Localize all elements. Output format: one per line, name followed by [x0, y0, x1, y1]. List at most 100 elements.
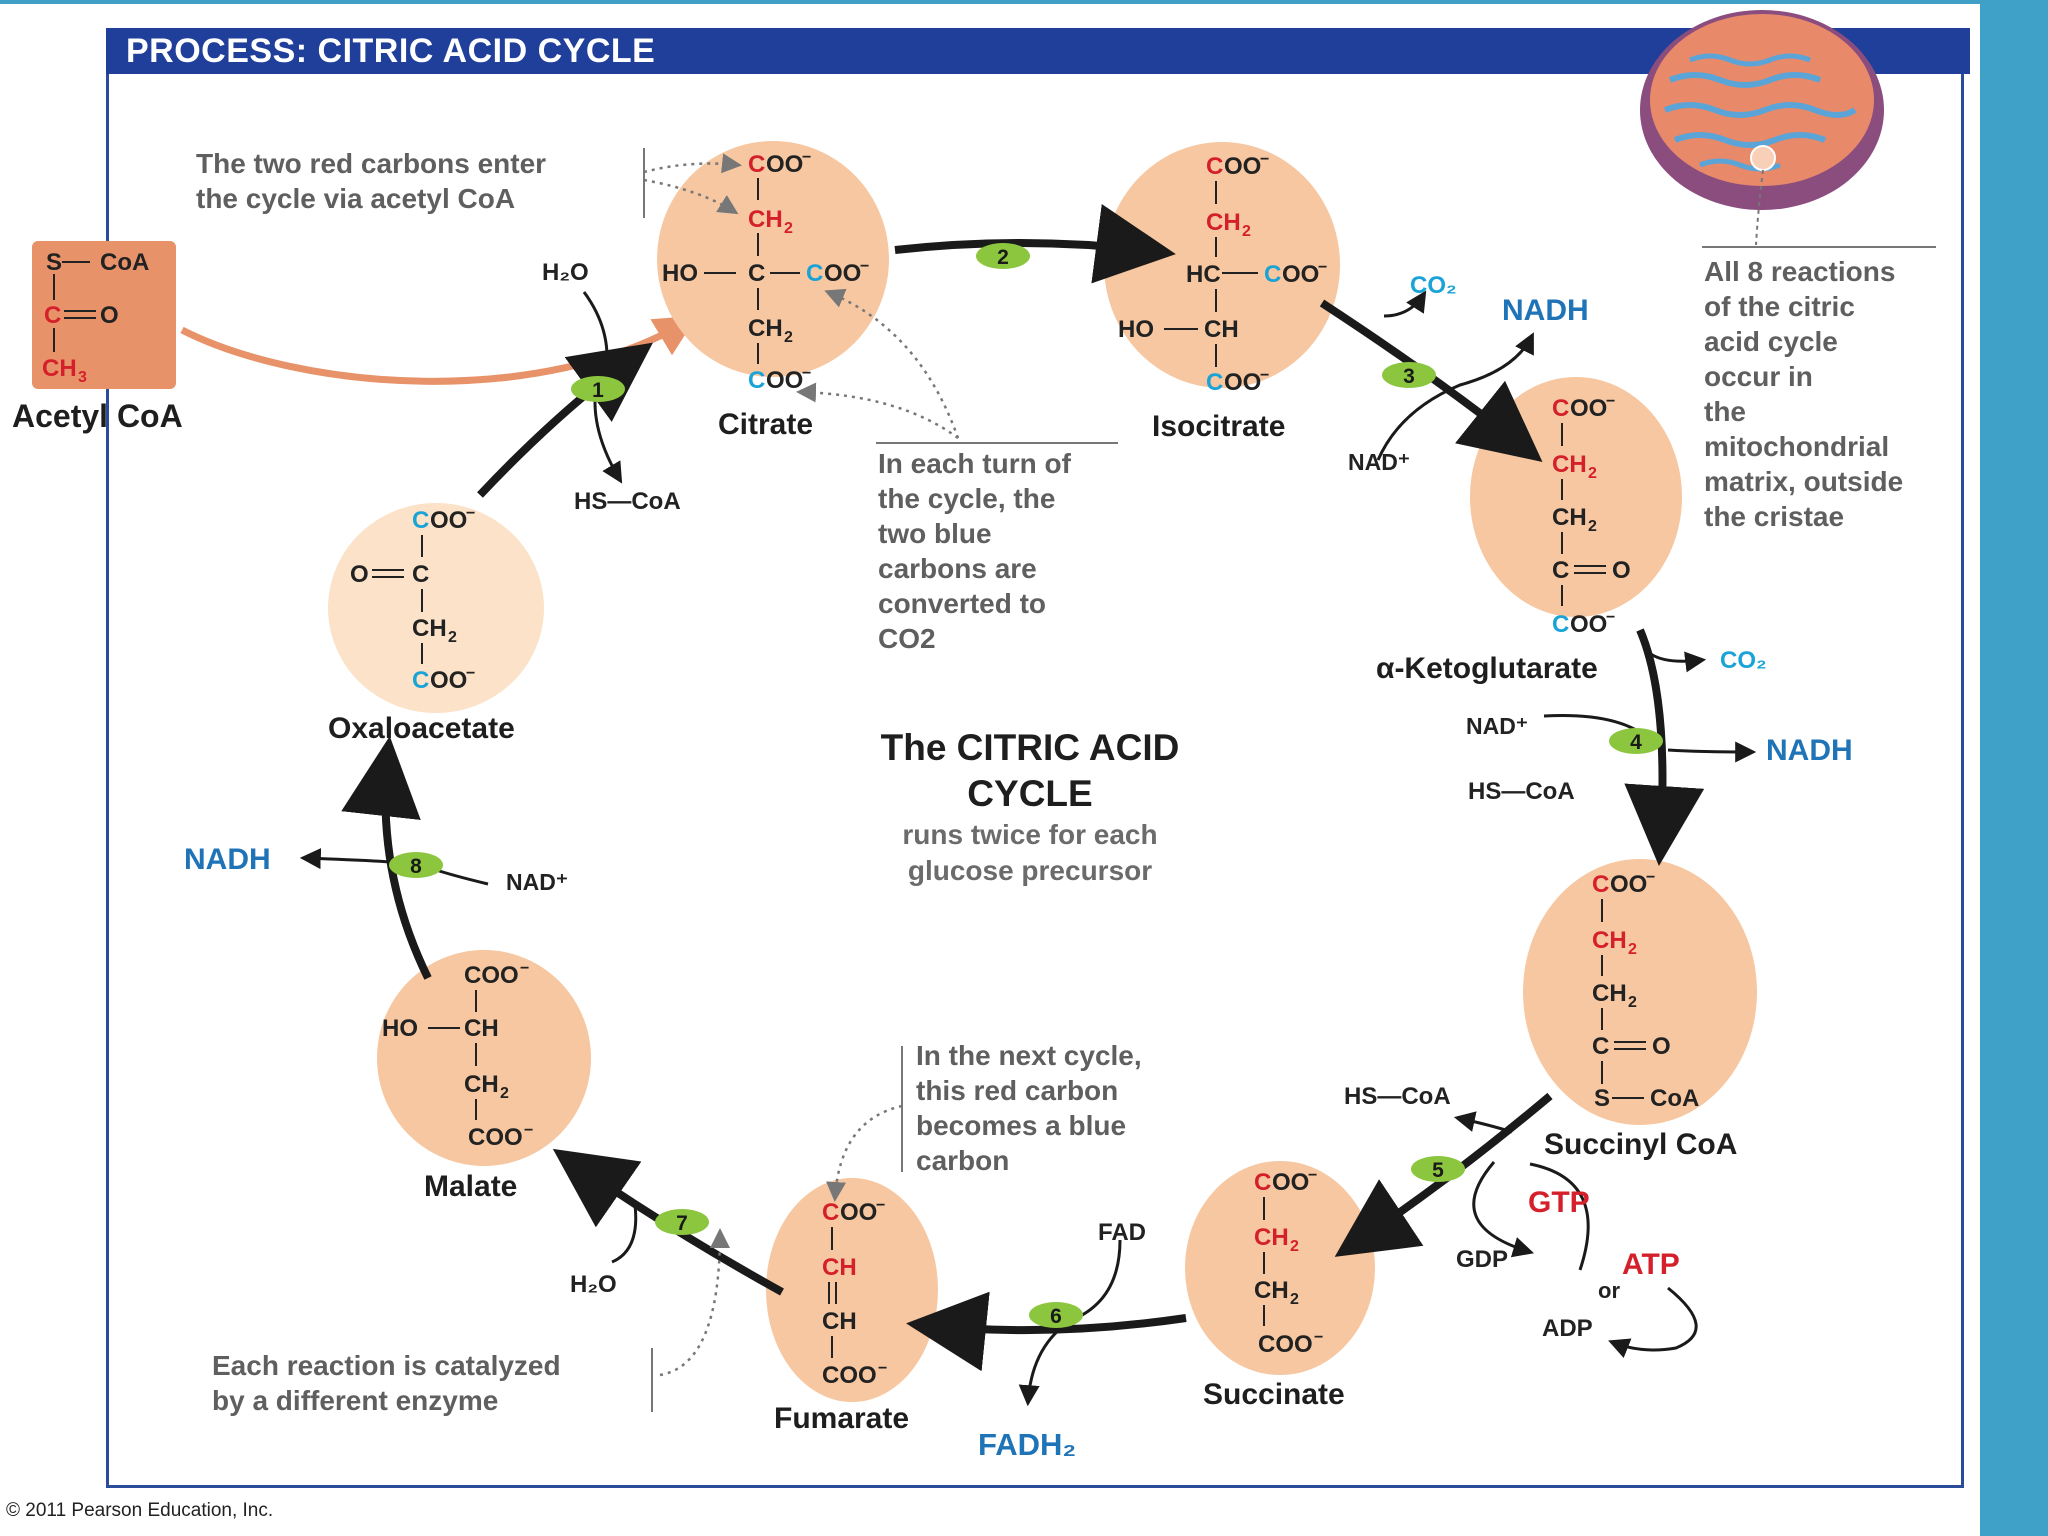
svg-text:CH: CH — [1552, 451, 1587, 478]
ketoglutarate-label: α-Ketoglutarate — [1376, 652, 1598, 685]
step-badges: 1 2 3 4 5 6 7 8 — [389, 243, 1663, 1328]
svg-text:2: 2 — [1628, 994, 1637, 1011]
svg-text:C: C — [1552, 611, 1569, 638]
svg-text:−: − — [802, 365, 811, 382]
svg-text:−: − — [466, 505, 475, 522]
svg-text:C: C — [748, 367, 765, 394]
fumarate-ellipse — [766, 1178, 938, 1402]
svg-text:CH: CH — [1204, 316, 1239, 343]
svg-text:−: − — [524, 1122, 533, 1139]
svg-text:OO: OO — [1570, 395, 1607, 422]
top-accent-bar — [0, 0, 2048, 4]
nadh-out-step4 — [1667, 741, 1757, 763]
co2-step3: CO₂ — [1410, 272, 1457, 299]
svg-text:HO: HO — [1118, 316, 1154, 343]
nad-step4: NAD⁺ — [1466, 713, 1528, 739]
nadh-step4: NADH — [1766, 734, 1853, 767]
step-2-label: 2 — [997, 246, 1009, 269]
svg-text:C: C — [1552, 557, 1569, 584]
isocitrate-ellipse — [1104, 142, 1340, 388]
oxaloacetate-ellipse — [328, 503, 544, 713]
hscoa-step4: HS—CoA — [1468, 778, 1575, 805]
adp-label: ADP — [1542, 1315, 1593, 1342]
svg-text:CH: CH — [748, 315, 783, 342]
svg-text:C: C — [1206, 153, 1223, 180]
nad-step3: NAD⁺ — [1348, 449, 1410, 475]
svg-text:−: − — [466, 665, 475, 682]
svg-text:C: C — [1592, 871, 1609, 898]
isocitrate-label: Isocitrate — [1152, 410, 1286, 443]
svg-text:C: C — [44, 302, 61, 329]
svg-text:OO: OO — [1282, 261, 1319, 288]
center-subtitle: runs twice for each glucose precursor — [902, 819, 1158, 886]
enzyme-note: Each reaction is catalyzed by a differen… — [212, 1350, 561, 1416]
svg-text:−: − — [1606, 393, 1615, 410]
svg-text:−: − — [878, 1360, 887, 1377]
fadh2-label: FADH₂ — [978, 1427, 1076, 1462]
mitochondrion-illustration — [1640, 10, 1936, 248]
step6-arrow — [906, 1291, 1187, 1372]
co2-out-step4 — [1644, 648, 1707, 673]
step1-arrow — [477, 342, 653, 498]
svg-text:C: C — [412, 667, 429, 694]
hscoa-out-step5 — [1453, 1111, 1513, 1134]
note-bars — [643, 148, 1118, 1412]
svg-text:CH: CH — [464, 1071, 499, 1098]
svg-text:CH: CH — [1592, 980, 1627, 1007]
svg-text:−: − — [1606, 609, 1615, 626]
red-carbons-note: The two red carbons enter the cycle via … — [196, 148, 547, 214]
atp-label: ATP — [1622, 1248, 1680, 1281]
svg-text:S: S — [46, 249, 62, 276]
svg-text:2: 2 — [1588, 518, 1597, 535]
copyright: © 2011 Pearson Education, Inc. — [6, 1500, 274, 1521]
svg-text:2: 2 — [1588, 465, 1597, 482]
svg-text:C: C — [748, 260, 765, 287]
reaction-labels: H₂O HS—CoA CO₂ NADH NAD⁺ CO₂ NAD⁺ NADH H… — [184, 259, 1853, 1462]
svg-text:CH: CH — [748, 206, 783, 233]
step-7-label: 7 — [676, 1212, 688, 1235]
svg-text:COO: COO — [822, 1362, 877, 1389]
svg-text:−: − — [1260, 367, 1269, 384]
malate-ellipse — [377, 950, 591, 1166]
oxaloacetate-label: Oxaloacetate — [328, 712, 515, 745]
atp-arrow — [1608, 1286, 1698, 1358]
svg-text:C: C — [806, 260, 823, 287]
step-6-label: 6 — [1050, 1305, 1062, 1328]
gtp-loop — [1529, 1162, 1590, 1271]
svg-text:O: O — [1652, 1033, 1671, 1060]
mitochondria-note: All 8 reactions of the citric acid cycle… — [1704, 256, 1904, 532]
svg-text:O: O — [100, 302, 119, 329]
svg-text:2: 2 — [448, 629, 457, 646]
svg-text:−: − — [1314, 1329, 1323, 1346]
svg-text:OO: OO — [1224, 153, 1261, 180]
svg-text:C: C — [412, 561, 429, 588]
svg-text:CoA: CoA — [100, 249, 149, 276]
svg-text:OO: OO — [430, 507, 467, 534]
side-arrows — [299, 290, 1757, 1407]
svg-text:C: C — [748, 151, 765, 178]
gtp-label: GTP — [1528, 1186, 1590, 1219]
malate-label: Malate — [424, 1170, 518, 1203]
svg-text:COO: COO — [1258, 1331, 1313, 1358]
svg-text:S: S — [1594, 1085, 1610, 1112]
step-4-label: 4 — [1630, 731, 1642, 754]
note-pointers — [643, 153, 960, 1377]
svg-text:3: 3 — [78, 369, 87, 386]
nadh-step3: NADH — [1502, 294, 1589, 327]
svg-text:OO: OO — [430, 667, 467, 694]
gdp-label: GDP — [1456, 1246, 1508, 1273]
svg-text:−: − — [802, 149, 811, 166]
svg-text:−: − — [1646, 869, 1655, 886]
hscoa-step1: HS—CoA — [574, 488, 681, 515]
svg-text:2: 2 — [784, 220, 793, 237]
gdp-arrow — [1472, 1161, 1535, 1258]
h2o-in-step7 — [611, 1204, 638, 1264]
svg-text:O: O — [1612, 557, 1631, 584]
